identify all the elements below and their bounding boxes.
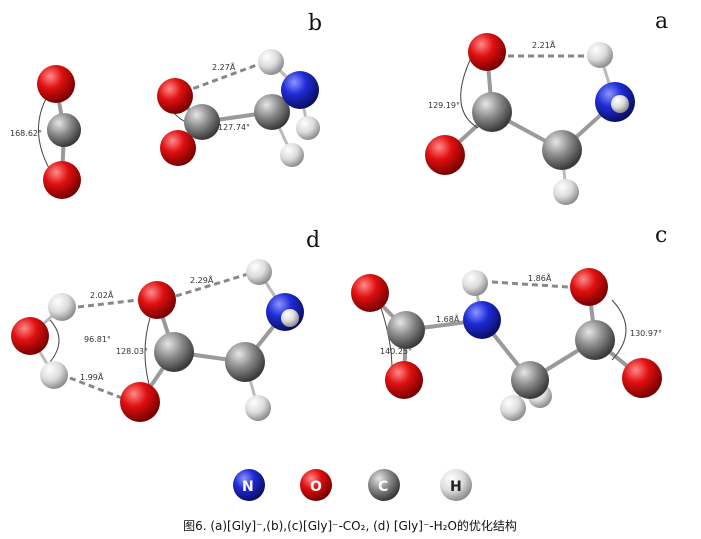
bond-length-c: 1.68Å (436, 313, 460, 324)
legend-oxygen-label: O (310, 479, 322, 495)
atom-legend: N O C H (233, 469, 472, 501)
hydrogen-atom (245, 395, 271, 421)
oxygen-atom (37, 65, 75, 103)
hydrogen-atom (296, 116, 320, 140)
legend-nitrogen-label: N (242, 479, 254, 495)
oxygen-atom (43, 161, 81, 199)
hydrogen-atom (611, 95, 629, 113)
hbond-distance-a: 2.21Å (532, 39, 556, 50)
panel-b-glycinate: 2.27Å 127.74° b (157, 11, 322, 167)
co2-angle-label: 168.62° (10, 129, 42, 138)
carbon-atom (254, 94, 290, 130)
hbond-distance-d-top: 2.29Å (190, 274, 214, 285)
carbon-atom (184, 104, 220, 140)
hydrogen-atom (553, 179, 579, 205)
oxygen-atom (385, 361, 423, 399)
angle-label-a: 129.19° (428, 101, 460, 110)
figure-caption: 图6. (a)[Gly]⁻,(b),(c)[Gly]⁻-CO₂, (d) [Gl… (183, 518, 517, 533)
legend-carbon-swatch (368, 469, 400, 501)
panel-label-a: a (655, 9, 668, 34)
carbon-atom (472, 92, 512, 132)
legend-hydrogen-label: H (450, 479, 462, 495)
panel-c-carbamate: 1.86Å 1.68Å 140.25° 130.97° c (351, 223, 667, 421)
hbond-distance-c: 1.86Å (528, 272, 552, 283)
panel-label-d: d (306, 228, 320, 253)
nitrogen-atom (463, 301, 501, 339)
angle-label-c-right: 130.97° (630, 329, 662, 338)
panel-label-c: c (655, 223, 667, 248)
oxygen-atom (160, 130, 196, 166)
angle-label-d-water: 96.81° (84, 335, 111, 344)
oxygen-atom (11, 317, 49, 355)
legend-carbon-label: C (378, 479, 388, 495)
hydrogen-atom (48, 293, 76, 321)
angle-label-b: 127.74° (218, 123, 250, 132)
panel-d-glycinate-water: 2.29Å 2.02Å 1.99Å 96.81° 128.03° d (11, 228, 320, 422)
hydrogen-atom (500, 395, 526, 421)
oxygen-atom (425, 135, 465, 175)
angle-label-d-carboxyl: 128.03° (116, 347, 148, 356)
oxygen-atom (570, 268, 608, 306)
hydrogen-atom (462, 270, 488, 296)
carbon-atom (542, 130, 582, 170)
oxygen-atom (157, 78, 193, 114)
hydrogen-atom (281, 309, 299, 327)
hbond-distance-d-water-top: 2.02Å (90, 289, 114, 300)
oxygen-atom (622, 358, 662, 398)
angle-label-c-left: 140.25° (380, 347, 412, 356)
oxygen-atom (468, 33, 506, 71)
legend-oxygen-swatch (300, 469, 332, 501)
hbond-distance-b: 2.27Å (212, 61, 236, 72)
oxygen-atom (120, 382, 160, 422)
legend-hydrogen-swatch (440, 469, 472, 501)
carbon-atom (387, 311, 425, 349)
carbon-atom (225, 342, 265, 382)
hydrogen-atom (587, 42, 613, 68)
hydrogen-atom (280, 143, 304, 167)
panel-b-co2: 168.62° (10, 65, 81, 199)
panel-label-b: b (308, 11, 322, 36)
nitrogen-atom (281, 71, 319, 109)
legend-nitrogen-swatch (233, 469, 265, 501)
hydrogen-atom (40, 361, 68, 389)
hydrogen-atom (258, 49, 284, 75)
oxygen-atom (351, 274, 389, 312)
carbon-atom (154, 332, 194, 372)
carbon-atom (575, 320, 615, 360)
oxygen-atom (138, 281, 176, 319)
panel-a-glycinate: 2.21Å 129.19° a (425, 9, 668, 205)
carbon-atom (47, 113, 81, 147)
hydrogen-atom (246, 259, 272, 285)
hbond-distance-d-water-bottom: 1.99Å (80, 371, 104, 382)
carbon-atom (511, 361, 549, 399)
